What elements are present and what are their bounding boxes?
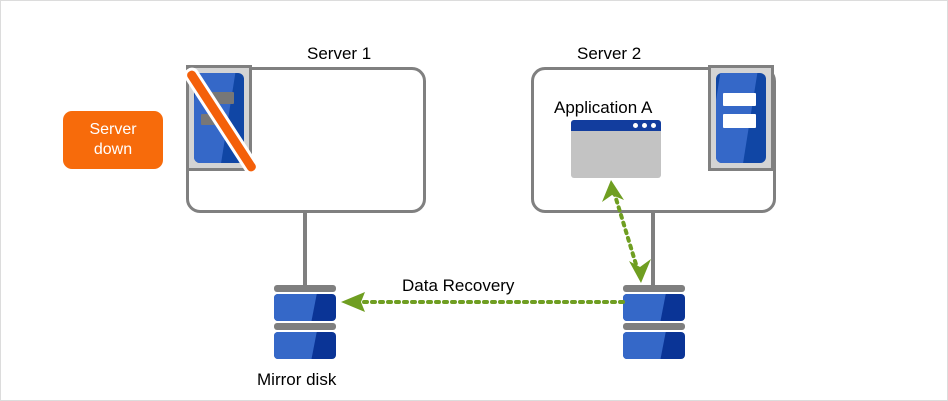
dotted-left-arrow-icon (341, 292, 625, 312)
server-tower-glyph (716, 73, 766, 163)
window-dot-icon (633, 123, 638, 128)
application-a-label: Application A (554, 98, 653, 117)
mirror-disk-right (623, 285, 685, 361)
server-down-badge: Server down (63, 111, 163, 169)
window-dot-icon (642, 123, 647, 128)
window-dot-icon (651, 123, 656, 128)
application-window-titlebar (571, 120, 661, 131)
mirror-disk-label: Mirror disk (257, 370, 337, 389)
server1-title: Server 1 (307, 44, 372, 63)
server2-title: Server 2 (577, 44, 642, 63)
server-down-badge-line2: down (93, 141, 133, 158)
server1-disk-connector (303, 213, 307, 288)
server-down-badge-line1: Server (89, 121, 137, 138)
mirror-disk-left (274, 285, 336, 361)
data-recovery-label: Data Recovery (402, 276, 515, 295)
server-unit-icon (708, 65, 774, 171)
server2-disk-connector (651, 213, 655, 288)
dotted-double-arrow-icon (602, 180, 651, 283)
server-unit-disabled-icon (185, 65, 258, 173)
application-window-icon (571, 120, 661, 178)
